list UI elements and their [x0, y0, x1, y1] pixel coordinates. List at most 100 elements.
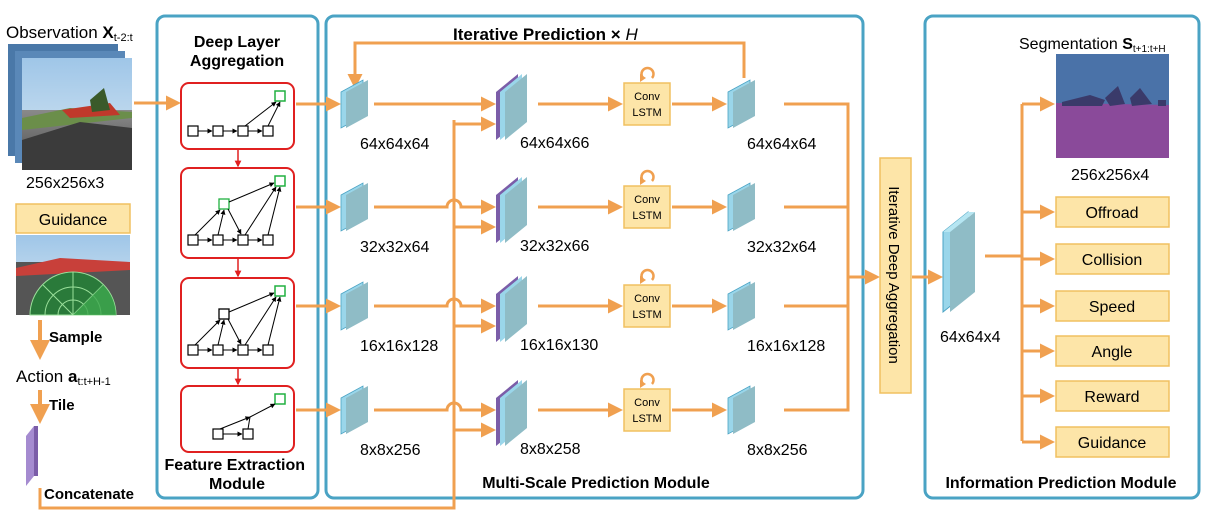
feature-tensor-2: [340, 182, 368, 232]
latent-size: 64x64x4: [940, 329, 1001, 346]
ida-collect-path: [784, 102, 850, 412]
sample-label: Sample: [49, 329, 102, 346]
dla-block-3: [180, 277, 295, 369]
dla-node: [187, 234, 199, 246]
concat-size-4: 8x8x258: [520, 441, 581, 458]
recurrence-icon: [640, 372, 655, 385]
dla-aggregation-node: [274, 393, 286, 405]
ida-box: [879, 157, 912, 394]
feature-size-4: 8x8x256: [360, 442, 421, 459]
concat-tensor-4: [496, 380, 527, 446]
dla-node: [262, 234, 274, 246]
guidance-label: Guidance: [39, 212, 108, 229]
svg-text:Conv: Conv: [634, 397, 660, 409]
output-size-1: 64x64x64: [747, 136, 816, 153]
dla-node: [262, 125, 274, 137]
observation-size: 256x256x3: [26, 175, 104, 192]
output-size-2: 32x32x64: [747, 239, 816, 256]
output-head-speed: Speed: [1055, 290, 1170, 322]
dla-block-4: [180, 385, 295, 453]
observation-images: [8, 44, 132, 170]
iterative-label: Iterative Prediction × H: [453, 25, 638, 44]
output-tensor-1: [727, 79, 755, 129]
action-tile-tensor: [26, 426, 38, 486]
action-title: Action at:t+H-1: [16, 367, 111, 388]
iterative-loop-path: [347, 41, 746, 89]
dla-aggregation-node: [274, 90, 286, 102]
dla-block-2: [180, 167, 295, 259]
multi-scale-title: Multi-Scale Prediction Module: [482, 475, 710, 492]
latent-tensor: [942, 210, 975, 314]
recurrence-icon: [640, 66, 655, 79]
dla-block-1: [180, 82, 295, 150]
feature-tensor-3: [340, 281, 368, 331]
svg-text:LSTM: LSTM: [632, 107, 661, 119]
dla-node: [237, 125, 249, 137]
svg-text:LSTM: LSTM: [632, 413, 661, 425]
information-title: Information Prediction Module: [945, 475, 1176, 492]
output-tensor-3: [727, 281, 755, 331]
output-head-angle: Angle: [1055, 335, 1170, 367]
svg-text:Conv: Conv: [634, 194, 660, 206]
output-head-offroad: Offroad: [1055, 196, 1170, 228]
svg-text:Reward: Reward: [1084, 389, 1139, 406]
svg-text:Angle: Angle: [1092, 344, 1133, 361]
svg-text:LSTM: LSTM: [632, 309, 661, 321]
observation-title: Observation Xt-2:t: [6, 23, 133, 44]
segmentation-image: [1056, 54, 1169, 158]
output-tensor-2: [727, 182, 755, 232]
guidance-label-box: [15, 203, 131, 234]
guidance-image: [16, 235, 130, 316]
dla-node: [187, 125, 199, 137]
recurrence-icon: [640, 169, 655, 182]
dla-node: [242, 428, 254, 440]
feature-extraction-frame: [155, 14, 320, 500]
svg-text:Speed: Speed: [1089, 299, 1135, 316]
concat-tensor-3: [496, 276, 527, 342]
output-head-guidance: Guidance: [1055, 426, 1170, 458]
output-head-reward: Reward: [1055, 380, 1170, 412]
ida-label: Iterative Deep Aggregation: [885, 186, 902, 364]
tile-label: Tile: [49, 397, 75, 414]
concatenate-path: [38, 120, 456, 510]
multi-scale-frame: [324, 14, 865, 500]
svg-text:Collision: Collision: [1082, 252, 1142, 269]
concat-size-3: 16x16x130: [520, 337, 598, 354]
feature-size-3: 16x16x128: [360, 338, 438, 355]
concatenate-label: Concatenate: [44, 486, 134, 503]
dla-node: [212, 125, 224, 137]
concat-tensor-2: [496, 177, 527, 243]
concat-size-2: 32x32x66: [520, 238, 589, 255]
dla-node: [212, 428, 224, 440]
dla-node: [212, 234, 224, 246]
dla-node: [262, 344, 274, 356]
concat-tensor-1: [496, 74, 527, 140]
dla-blocks: [180, 82, 295, 453]
svg-text:LSTM: LSTM: [632, 210, 661, 222]
svg-text:Offroad: Offroad: [1085, 205, 1138, 222]
feature-extraction-title: Feature Extraction Module: [165, 457, 310, 493]
svg-text:Conv: Conv: [634, 293, 660, 305]
observation-frame-front: [22, 58, 132, 170]
svg-text:Guidance: Guidance: [1078, 435, 1147, 452]
feature-size-2: 32x32x64: [360, 239, 429, 256]
dla-node: [187, 344, 199, 356]
recurrence-icon: [640, 268, 655, 281]
feature-tensor-4: [340, 385, 368, 435]
dla-node: [237, 234, 249, 246]
dla-aggregation-node: [274, 285, 286, 297]
output-size-4: 8x8x256: [747, 442, 808, 459]
dla-node: [237, 344, 249, 356]
concat-size-1: 64x64x66: [520, 135, 589, 152]
dla-aggregation-node: [274, 175, 286, 187]
feature-tensor-1: [340, 79, 368, 129]
segmentation-size: 256x256x4: [1071, 167, 1149, 184]
